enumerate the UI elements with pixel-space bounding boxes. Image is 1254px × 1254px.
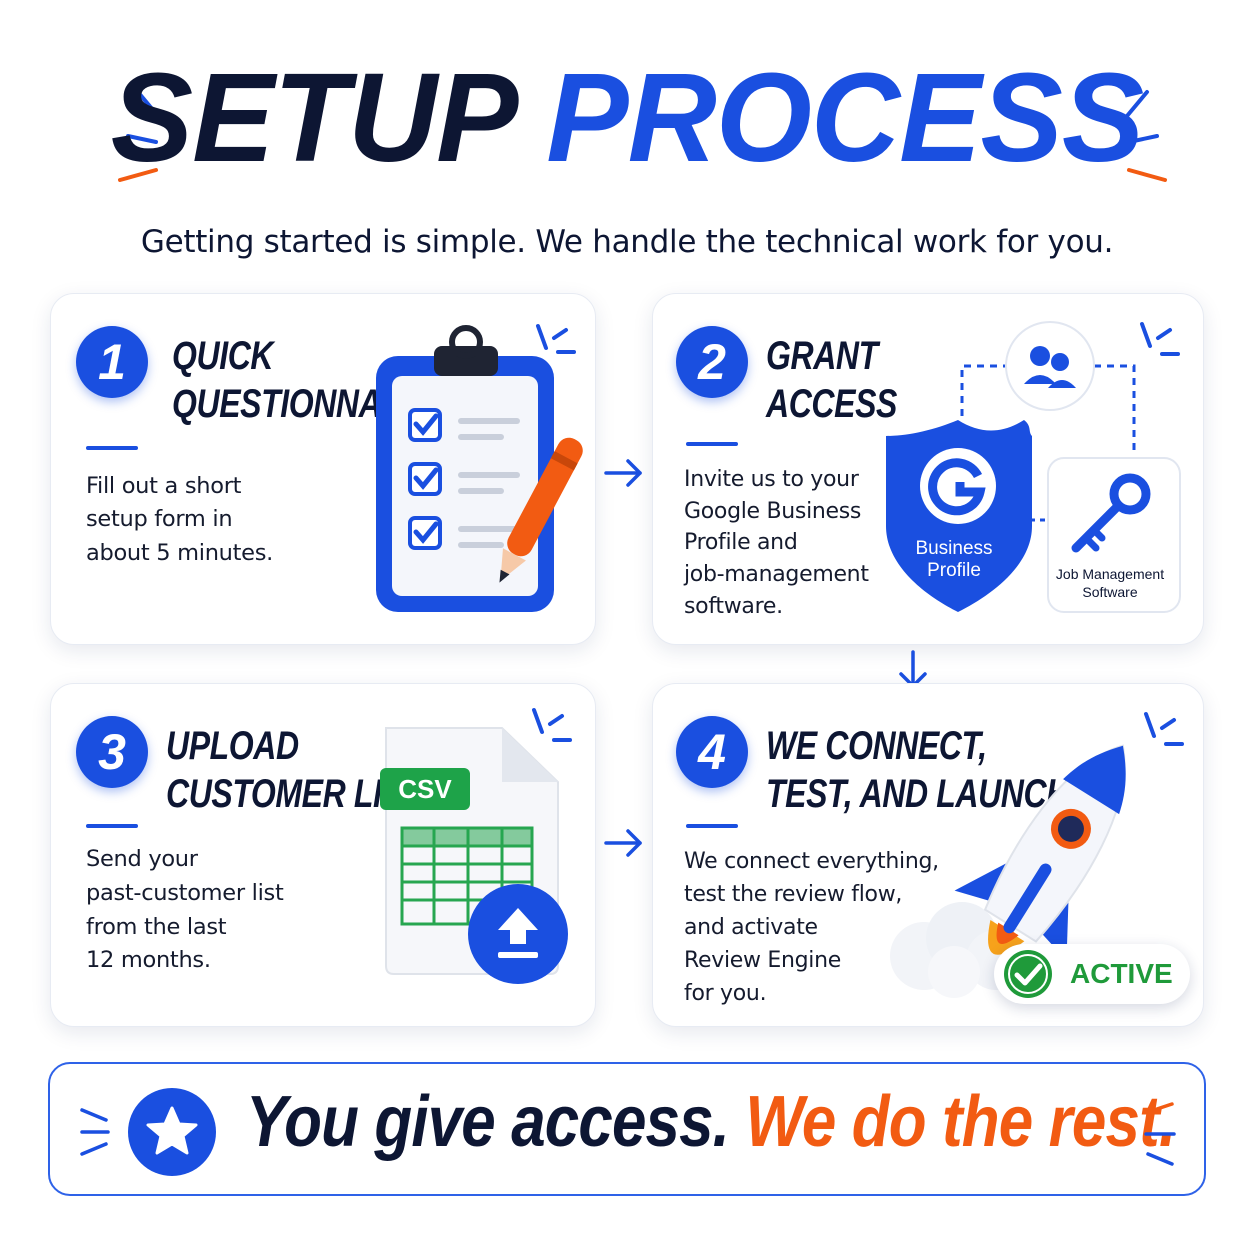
step-description-2: Invite us to your Google Business Profil…: [684, 464, 869, 622]
step-divider-3: [86, 824, 138, 828]
key-card-label-line1: Job Management: [1055, 566, 1165, 582]
banner-tagline-part1: You give access.: [246, 1082, 730, 1162]
step-heading-4-line1: WE CONNECT,: [766, 724, 987, 768]
step-4-desc-line: We connect everything,: [684, 849, 939, 874]
page-subtitle: Getting started is simple. We handle the…: [140, 224, 1114, 260]
step-divider-2: [686, 442, 738, 446]
step-3-desc-line: Send your: [86, 846, 198, 872]
step-number-badge-4: 4: [676, 716, 748, 788]
arrow-right-icon: [604, 459, 642, 487]
csv-file-upload-icon: [385, 708, 572, 984]
key-card-label-line2: Software: [1082, 584, 1138, 601]
step-description-4: We connect everything, test the review f…: [684, 845, 939, 1010]
banner-tagline-part2: We do the rest.: [745, 1082, 1176, 1162]
shield-label-line1: Business: [915, 538, 993, 559]
step-4-desc-line: and activate: [684, 915, 818, 940]
step-4-desc-line: for you.: [684, 981, 767, 1006]
title-sparkles-right: [1125, 90, 1167, 182]
step-3-desc-line: from the last: [86, 913, 227, 940]
step-heading-2-line1: GRANT: [766, 334, 878, 378]
arrow-right-icon: [604, 829, 642, 857]
page-title: SETUP PROCESS: [13, 55, 1242, 181]
step-2-desc-line: job-management: [684, 562, 869, 588]
step-4-desc-line: test the review flow,: [684, 882, 903, 907]
step-number-badge-2: 2: [676, 326, 748, 398]
step-heading-4: WE CONNECT, TEST, AND LAUNCH: [766, 722, 1069, 818]
shield-label: Business Profile: [904, 538, 1004, 582]
title-sparkles-left: [118, 90, 160, 182]
step-3-desc-line: 12 months.: [86, 947, 211, 974]
step-heading-2: GRANT ACCESS: [766, 332, 897, 428]
step-2-desc-line: software.: [684, 593, 783, 619]
csv-file-badge: CSV: [380, 768, 470, 810]
active-status-label: ACTIVE: [1070, 958, 1173, 989]
step-heading-4-line2: TEST, AND LAUNCH: [766, 772, 1069, 816]
title-word-setup: SETUP: [110, 47, 514, 188]
step-2-desc-line: Google Business: [684, 498, 862, 524]
step-4-desc-line: Review Engine: [684, 948, 841, 973]
step-2-desc-line: Invite us to your: [684, 467, 859, 492]
banner-sparkles-left: [80, 1108, 110, 1156]
step-heading-2-line2: ACCESS: [766, 382, 897, 426]
step-description-1: Fill out a short setup form in about 5 m…: [86, 470, 273, 570]
bottom-banner: [48, 1062, 1206, 1196]
star-circle-icon: [128, 1088, 216, 1176]
step-number-badge-3: 3: [76, 716, 148, 788]
step-heading-1-line1: QUICK: [172, 334, 274, 378]
step-1-desc-line: setup form in: [86, 506, 233, 533]
step-description-3: Send your past-customer list from the la…: [86, 843, 284, 978]
banner-tagline: You give access. We do the rest.: [246, 1086, 1176, 1158]
step-number-badge-1: 1: [76, 326, 148, 398]
step-2-desc-line: Profile and: [684, 530, 798, 556]
key-card-label: Job Management Software: [1048, 565, 1172, 601]
step-1-desc-line: Fill out a short: [86, 473, 242, 499]
check-circle-icon: [1004, 950, 1052, 998]
step-heading-3-line2: CUSTOMER LIST: [166, 772, 422, 816]
step-3-desc-line: past-customer list: [86, 879, 284, 906]
step-1-desc-line: about 5 minutes.: [86, 539, 273, 566]
step-heading-3: UPLOAD CUSTOMER LIST: [166, 722, 422, 818]
shield-label-line2: Profile: [927, 559, 981, 581]
step-divider-1: [86, 446, 138, 450]
clipboard-checklist-icon: [376, 324, 583, 612]
shield-key-access-icon: [886, 321, 1181, 613]
step-heading-3-line1: UPLOAD: [166, 724, 299, 768]
title-word-process: PROCESS: [546, 47, 1144, 188]
step-divider-4: [686, 824, 738, 828]
banner-sparkles-right: [1144, 1102, 1176, 1166]
